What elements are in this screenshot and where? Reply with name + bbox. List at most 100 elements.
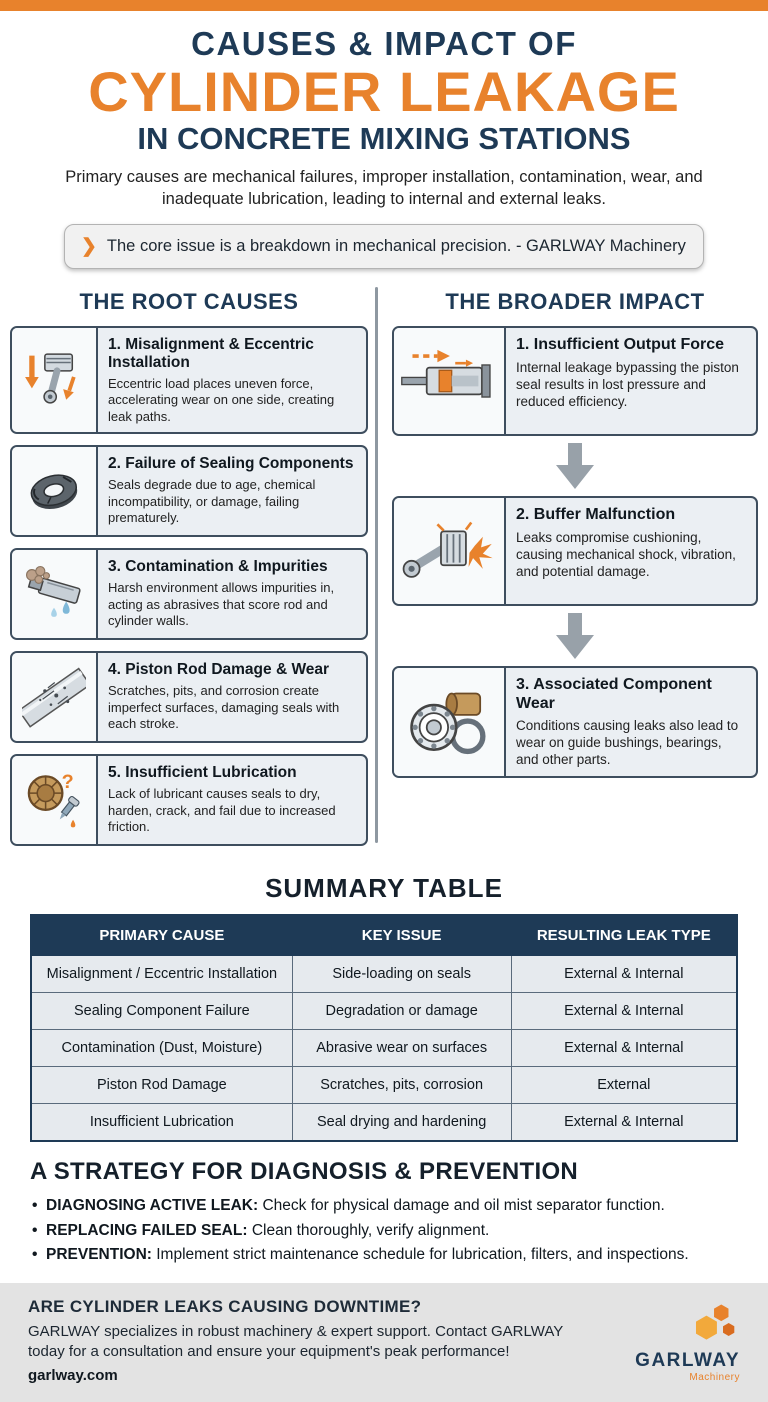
- footer-heading: ARE CYLINDER LEAKS CAUSING DOWNTIME?: [28, 1296, 422, 1316]
- cell-cause: Insufficient Lubrication: [30, 1103, 293, 1142]
- impact-card-body: 2. Buffer Malfunction Leaks compromise c…: [506, 498, 756, 604]
- top-accent-bar: [0, 0, 768, 11]
- impact-card-body: 3. Associated Component Wear Conditions …: [506, 668, 756, 775]
- strategy-bullet: • PREVENTION: Implement strict maintenan…: [30, 1243, 738, 1267]
- contamination-icon: [12, 550, 98, 639]
- cause-text: Lack of lubricant causes seals to dry, h…: [108, 786, 336, 835]
- quote-text: The core issue is a breakdown in mechani…: [106, 237, 686, 256]
- impact-heading: THE BROADER IMPACT: [445, 289, 705, 315]
- footer: ARE CYLINDER LEAKS CAUSING DOWNTIME? GAR…: [0, 1282, 768, 1402]
- summary-section: SUMMARY TABLE PRIMARY CAUSE KEY ISSUE RE…: [0, 873, 768, 1143]
- cause-card-rod-damage: 4. Piston Rod Damage & Wear Scratches, p…: [10, 651, 368, 744]
- title-line-3: IN CONCRETE MIXING STATIONS: [137, 121, 631, 157]
- cause-title: 3. Contamination & Impurities: [108, 558, 328, 576]
- logo-hexagons-icon: [695, 1304, 735, 1340]
- title-line-2: CYLINDER LEAKAGE: [88, 59, 680, 123]
- cell-leak: External: [510, 1066, 738, 1105]
- cell-issue: Degradation or damage: [291, 992, 512, 1031]
- column-header-leak: RESULTING LEAK TYPE: [510, 914, 738, 957]
- cell-cause: Piston Rod Damage: [30, 1066, 293, 1105]
- summary-table: PRIMARY CAUSE KEY ISSUE RESULTING LEAK T…: [30, 914, 738, 1143]
- chevron-right-icon: ❯: [81, 236, 97, 258]
- cause-card-misalignment: 1. Misalignment & Eccentric Installation…: [10, 326, 368, 435]
- cause-card-body: 2. Failure of Sealing Components Seals d…: [98, 447, 366, 535]
- cause-title: 1. Misalignment & Eccentric Installation: [108, 336, 314, 372]
- cause-title: 2. Failure of Sealing Components: [108, 455, 354, 473]
- summary-heading: SUMMARY TABLE: [265, 873, 503, 904]
- column-divider: [375, 287, 378, 844]
- bullet-text: Check for physical damage and oil mist s…: [258, 1197, 665, 1215]
- column-header-cause: PRIMARY CAUSE: [30, 914, 293, 957]
- bearing-wear-icon: [394, 668, 506, 776]
- bullet-label: REPLACING FAILED SEAL:: [46, 1221, 248, 1239]
- bullet-label: DIAGNOSING ACTIVE LEAK:: [46, 1197, 259, 1215]
- flow-arrow-2: [390, 606, 760, 666]
- rod-damage-icon: [12, 653, 98, 742]
- bullet-icon: •: [32, 1197, 38, 1215]
- strategy-bullet-list: • DIAGNOSING ACTIVE LEAK: Check for phys…: [30, 1194, 738, 1266]
- table-row: Misalignment / Eccentric Installation Si…: [30, 955, 738, 994]
- cause-title: 5. Insufficient Lubrication: [108, 764, 297, 782]
- cell-leak: External & Internal: [510, 992, 738, 1031]
- impact-text: Conditions causing leaks also lead to we…: [516, 718, 739, 768]
- impact-card-output-force: 1. Insufficient Output Force Internal le…: [392, 326, 758, 437]
- header: CAUSES & IMPACT OF CYLINDER LEAKAGE IN C…: [0, 11, 768, 270]
- cell-cause: Contamination (Dust, Moisture): [30, 1029, 293, 1068]
- impact-card-component-wear: 3. Associated Component Wear Conditions …: [392, 666, 758, 778]
- strategy-section: A STRATEGY FOR DIAGNOSIS & PREVENTION • …: [0, 1142, 768, 1266]
- table-row: Contamination (Dust, Moisture) Abrasive …: [30, 1029, 738, 1068]
- cause-text: Scratches, pits, and corrosion create im…: [108, 683, 340, 732]
- table-row: Piston Rod Damage Scratches, pits, corro…: [30, 1066, 738, 1105]
- cause-card-lubrication: ? 5. Insufficient Lubrication Lack of lu…: [10, 754, 368, 847]
- bullet-label: PREVENTION:: [46, 1245, 152, 1263]
- column-header-issue: KEY ISSUE: [291, 914, 512, 957]
- impact-card-body: 1. Insufficient Output Force Internal le…: [506, 328, 756, 434]
- impact-text: Leaks compromise cushioning, causing mec…: [516, 529, 736, 580]
- cause-text: Seals degrade due to age, chemical incom…: [108, 477, 316, 526]
- bullet-icon: •: [32, 1245, 38, 1263]
- garlway-logo: GARLWAY Machinery: [630, 1297, 740, 1385]
- cause-text: Harsh environment allows impurities in, …: [108, 580, 335, 629]
- buffer-shock-icon: [394, 498, 506, 605]
- root-causes-heading: THE ROOT CAUSES: [79, 289, 299, 315]
- cell-issue: Side-loading on seals: [291, 955, 512, 994]
- bullet-text: Clean thoroughly, verify alignment.: [247, 1221, 490, 1239]
- root-causes-column: THE ROOT CAUSES: [8, 279, 370, 857]
- cell-leak: External & Internal: [510, 955, 738, 994]
- impact-title: 3. Associated Component Wear: [516, 676, 712, 712]
- cause-card-body: 4. Piston Rod Damage & Wear Scratches, p…: [98, 653, 366, 741]
- strategy-bullet: • REPLACING FAILED SEAL: Clean thoroughl…: [30, 1219, 738, 1243]
- footer-cta: ARE CYLINDER LEAKS CAUSING DOWNTIME? GAR…: [28, 1297, 573, 1385]
- cell-leak: External & Internal: [510, 1029, 738, 1068]
- lubrication-icon: ?: [12, 756, 98, 845]
- cause-card-sealing: 2. Failure of Sealing Components Seals d…: [10, 445, 368, 538]
- impact-title: 1. Insufficient Output Force: [516, 336, 725, 354]
- table-row: Sealing Component Failure Degradation or…: [30, 992, 738, 1031]
- cell-cause: Sealing Component Failure: [30, 992, 293, 1031]
- bullet-icon: •: [32, 1221, 38, 1239]
- cause-card-body: 1. Misalignment & Eccentric Installation…: [98, 328, 366, 432]
- cylinder-output-icon: [394, 328, 506, 435]
- impact-column: THE BROADER IMPACT: [383, 279, 760, 857]
- flow-arrow-1: [390, 436, 760, 496]
- two-column-section: THE ROOT CAUSES: [0, 277, 768, 857]
- cell-issue: Seal drying and hardening: [291, 1103, 512, 1142]
- quote-box: ❯ The core issue is a breakdown in mecha…: [64, 224, 704, 270]
- cell-issue: Scratches, pits, corrosion: [291, 1066, 512, 1105]
- bullet-text: Implement strict maintenance schedule fo…: [151, 1245, 689, 1263]
- cell-leak: External & Internal: [510, 1103, 738, 1142]
- impact-card-buffer: 2. Buffer Malfunction Leaks compromise c…: [392, 496, 758, 607]
- footer-text: GARLWAY specializes in robust machinery …: [28, 1322, 563, 1360]
- cause-title: 4. Piston Rod Damage & Wear: [108, 661, 330, 679]
- brand-tagline: Machinery: [689, 1371, 740, 1383]
- title-line-1: CAUSES & IMPACT OF: [191, 25, 577, 62]
- strategy-bullet: • DIAGNOSING ACTIVE LEAK: Check for phys…: [30, 1194, 738, 1218]
- table-row: Insufficient Lubrication Seal drying and…: [30, 1103, 738, 1142]
- cell-cause: Misalignment / Eccentric Installation: [30, 955, 293, 994]
- question-mark-glyph: ?: [62, 771, 74, 793]
- impact-title: 2. Buffer Malfunction: [516, 506, 676, 524]
- cause-card-contamination: 3. Contamination & Impurities Harsh envi…: [10, 548, 368, 641]
- piston-misalignment-icon: [12, 328, 98, 433]
- cause-card-body: 5. Insufficient Lubrication Lack of lubr…: [98, 756, 366, 844]
